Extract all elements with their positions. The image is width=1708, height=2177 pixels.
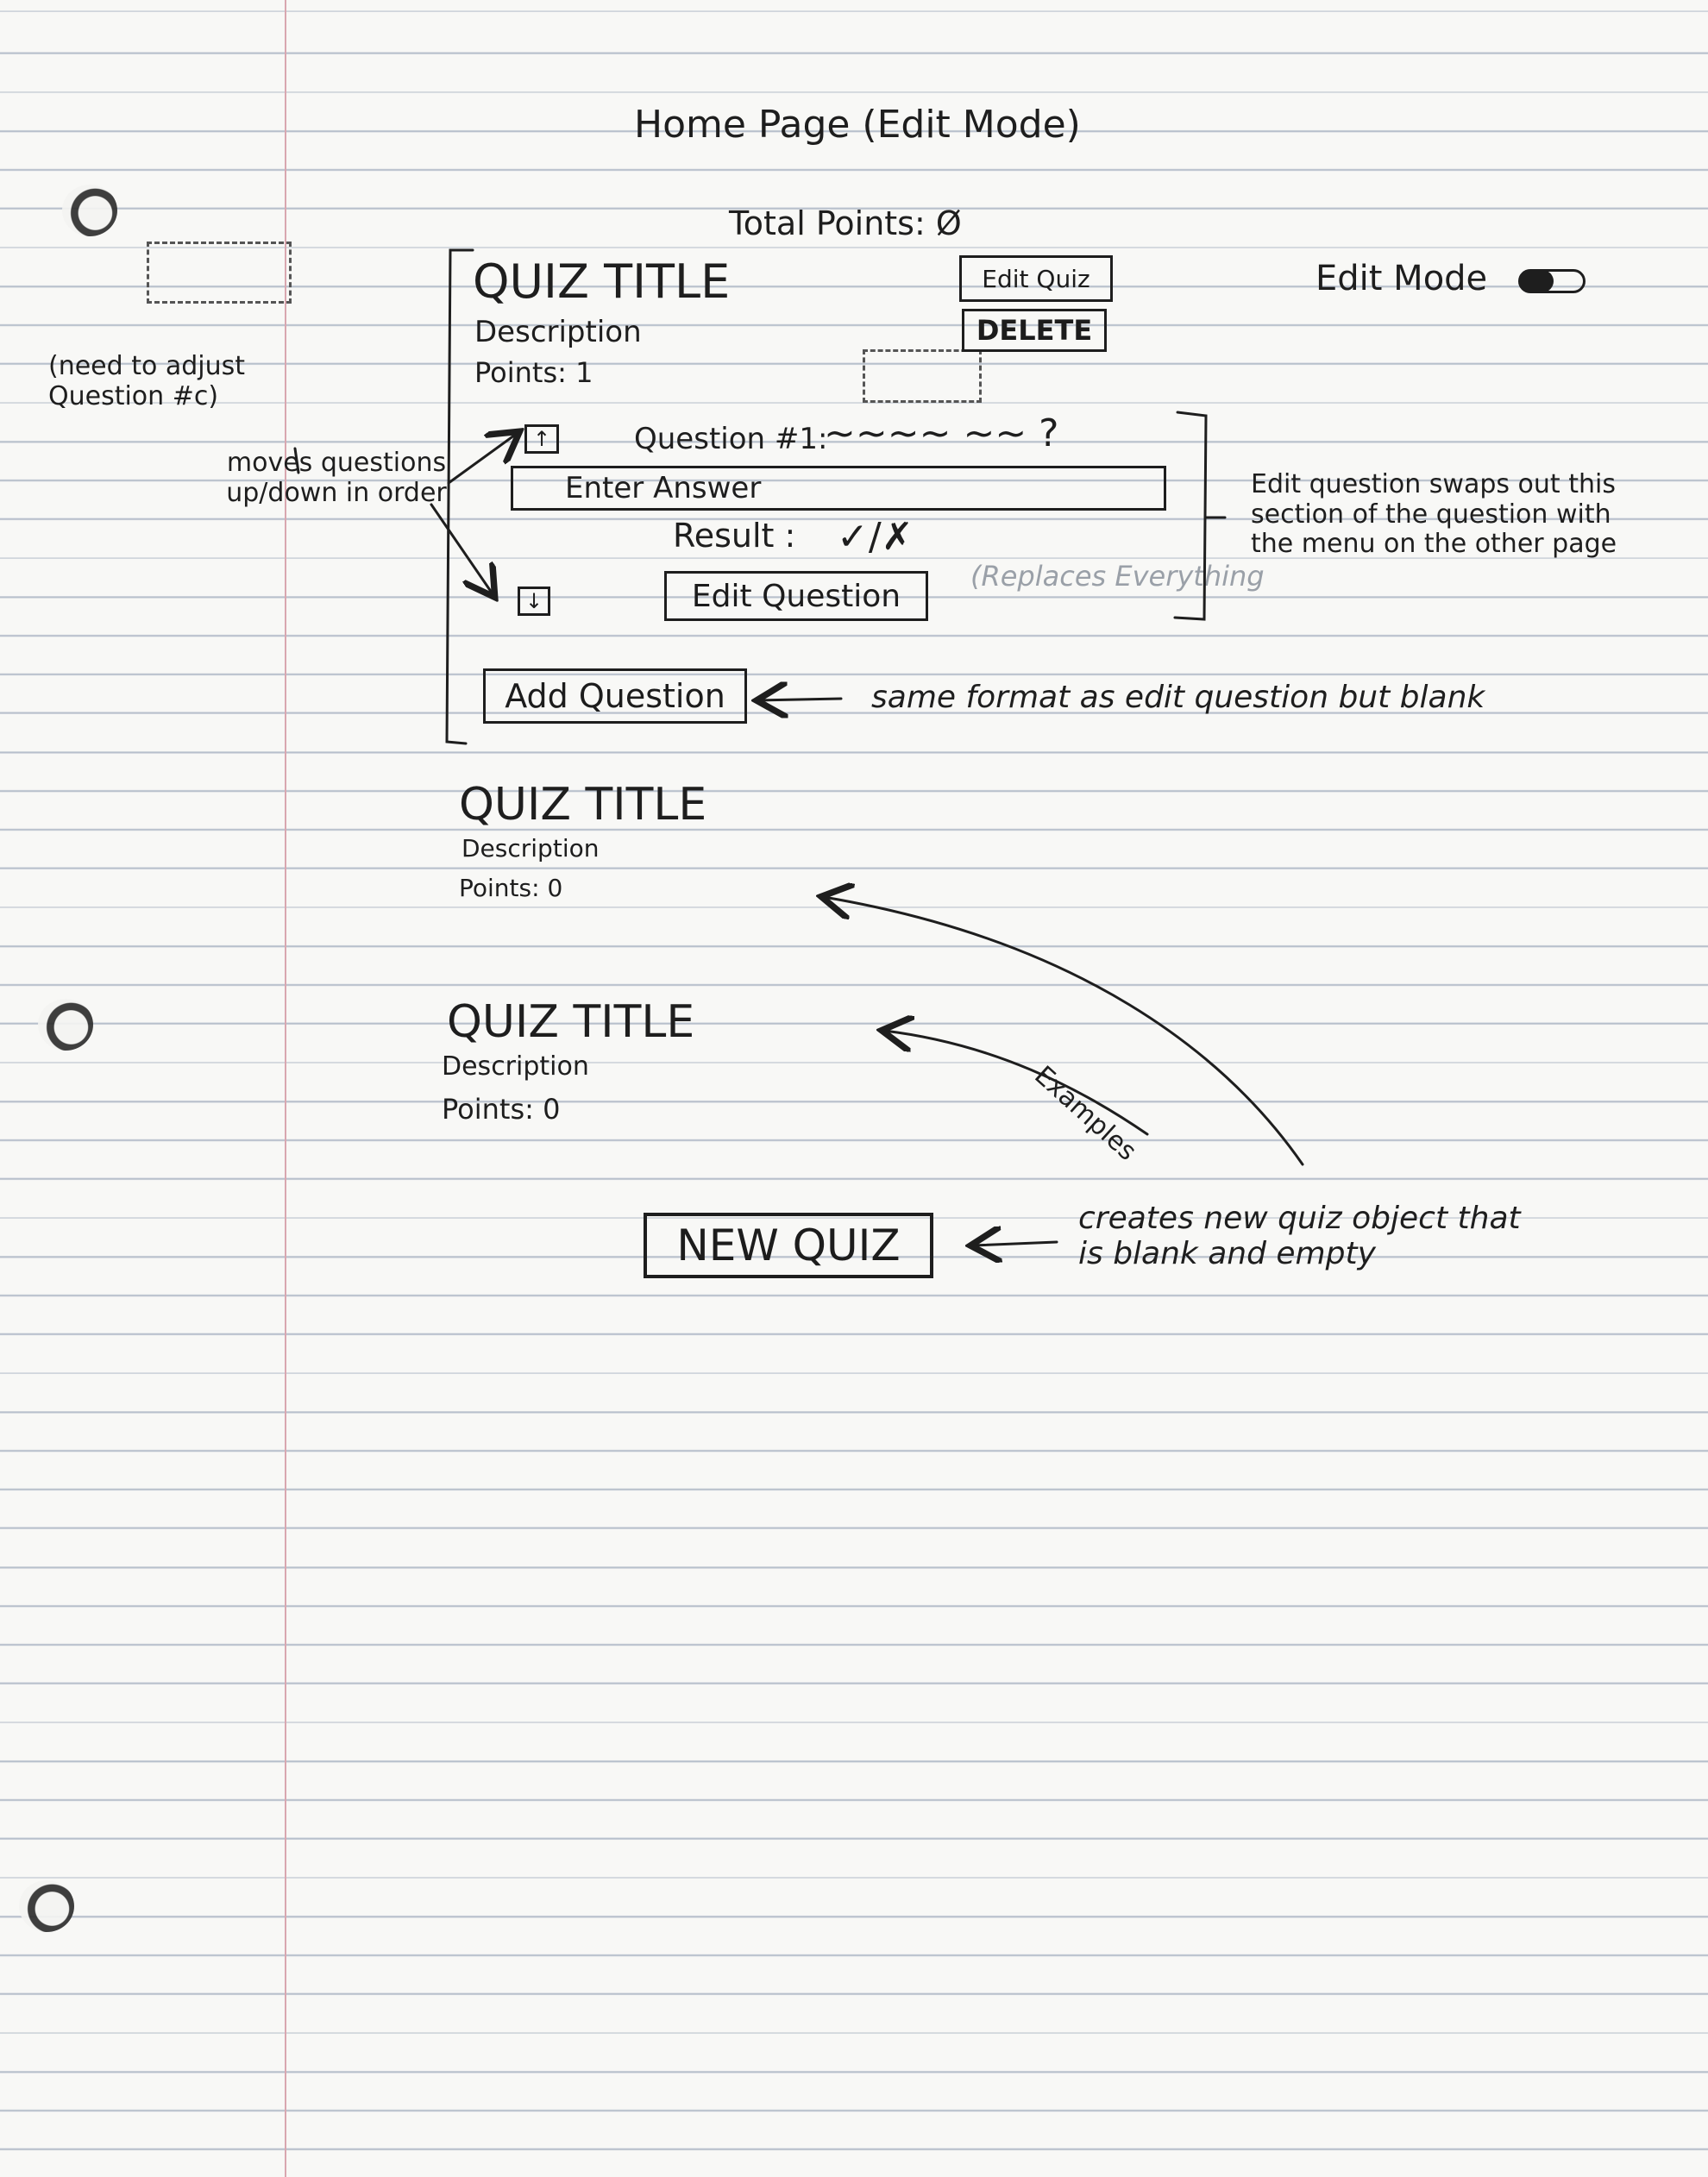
delete-label: DELETE	[976, 314, 1093, 347]
up-arrow-icon: ↑	[532, 427, 551, 451]
quiz-description: Description	[474, 315, 642, 349]
binder-hole	[19, 1880, 74, 1932]
edit-mode-toggle[interactable]	[1518, 269, 1586, 293]
adjust-note: (need to adjust Question #c)	[48, 351, 246, 411]
example-quiz-title: QUIZ TITLE	[447, 996, 695, 1048]
binder-hole	[62, 185, 117, 236]
add-question-arrow	[759, 699, 843, 700]
examples-arrow-upper	[824, 897, 1304, 1166]
question-label: Question #1:	[634, 422, 828, 456]
quiz-title: QUIZ TITLE	[473, 254, 731, 309]
examples-arrow-lower	[884, 1031, 1149, 1136]
question-section-bracket	[1173, 411, 1208, 621]
edit-mode-label: Edit Mode	[1316, 259, 1488, 298]
margin-line	[285, 0, 286, 2177]
add-question-label: Add Question	[505, 677, 725, 715]
dashed-placeholder	[147, 242, 292, 304]
edit-question-button[interactable]: Edit Question	[664, 571, 928, 621]
edit-quiz-button[interactable]: Edit Quiz	[959, 255, 1113, 302]
moves-note: moves questions up/down in order	[226, 448, 447, 508]
page-title: Home Page (Edit Mode)	[634, 103, 1081, 147]
add-question-note: same format as edit question but blank	[871, 680, 1485, 715]
total-points: Total Points: Ø	[729, 204, 962, 242]
question-scribble: ~~~~ ~~ ?	[824, 411, 1059, 455]
toggle-switch-icon	[1519, 270, 1554, 292]
move-up-arrow	[447, 433, 518, 485]
quiz-points: Points: 1	[474, 356, 593, 389]
dashed-placeholder	[863, 349, 982, 403]
delete-button[interactable]: DELETE	[962, 309, 1107, 352]
example-quiz-description: Description	[442, 1051, 589, 1082]
new-quiz-button[interactable]: NEW QUIZ	[644, 1213, 933, 1278]
answer-input[interactable]: Enter Answer	[511, 466, 1166, 511]
quiz-card-bracket	[445, 248, 474, 745]
example-quiz-points: Points: 0	[459, 874, 563, 902]
move-up-button[interactable]: ↑	[524, 424, 559, 454]
result-marks: ✓/✗	[837, 515, 914, 559]
edit-quiz-label: Edit Quiz	[982, 264, 1090, 293]
new-quiz-label: NEW QUIZ	[676, 1220, 901, 1270]
binder-hole	[38, 999, 93, 1051]
new-quiz-note: creates new quiz object that is blank an…	[1078, 1201, 1521, 1272]
move-down-arrow	[430, 503, 493, 595]
example-quiz-description: Description	[462, 834, 600, 863]
faint-replace-note: (Replaces Everything	[970, 560, 1265, 593]
example-quiz-title: QUIZ TITLE	[459, 779, 707, 831]
edit-question-note: Edit question swaps out this section of …	[1251, 469, 1617, 559]
answer-placeholder: Enter Answer	[565, 471, 762, 505]
add-question-button[interactable]: Add Question	[483, 668, 747, 724]
example-quiz-points: Points: 0	[442, 1093, 561, 1126]
new-quiz-arrow	[973, 1242, 1058, 1245]
down-arrow-icon: ↓	[524, 589, 543, 613]
move-down-button[interactable]: ↓	[518, 587, 550, 616]
result-label: Result :	[673, 517, 796, 555]
edit-question-label: Edit Question	[691, 578, 901, 614]
